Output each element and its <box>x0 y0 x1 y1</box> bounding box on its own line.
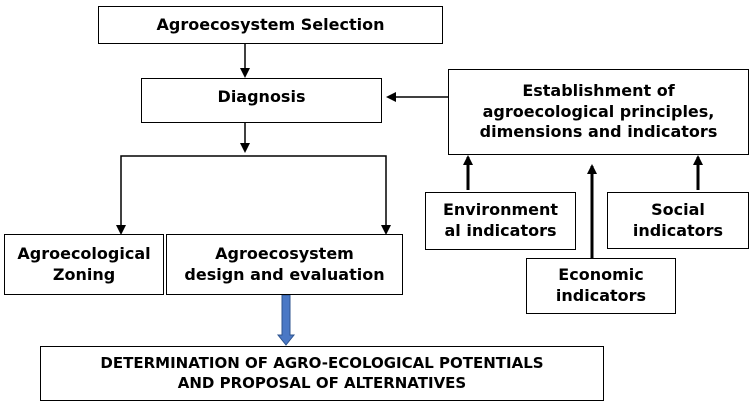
node-label-line: Environment <box>442 200 559 220</box>
node-agroecosystem-selection: Agroecosystem Selection <box>98 6 443 44</box>
node-label-line: dimensions and indicators <box>479 122 718 142</box>
node-label-line: Establishment of <box>522 80 675 100</box>
node-environmental-indicators: Environment al indicators <box>425 192 576 250</box>
node-agroecological-zoning: Agroecological Zoning <box>4 234 164 295</box>
node-social-indicators: Social indicators <box>607 192 749 249</box>
node-label-line: design and evaluation <box>184 264 385 284</box>
node-label-line: DETERMINATION OF AGRO-ECOLOGICAL POTENTI… <box>100 354 544 372</box>
node-label-line: AND PROPOSAL OF ALTERNATIVES <box>177 373 467 392</box>
node-label-line: al indicators <box>444 221 557 240</box>
node-label-line: agroecological principles, <box>482 101 715 121</box>
node-label-line: indicators <box>632 220 724 240</box>
connector-split <box>120 155 387 232</box>
node-establishment: Establishment of agroecological principl… <box>448 69 749 155</box>
arrow-design-to-determination <box>276 294 296 346</box>
node-diagnosis: Diagnosis <box>141 78 382 123</box>
node-label-line: Agroecosystem Selection <box>156 14 385 34</box>
node-label-line: Economic <box>558 265 644 285</box>
node-label-line: Diagnosis <box>217 87 306 106</box>
node-label-line: Agroecological <box>17 243 151 263</box>
node-design-evaluation: Agroecosystem design and evaluation <box>166 234 403 295</box>
node-label-line: Social <box>651 199 705 219</box>
node-label-line: Agroecosystem <box>215 243 354 263</box>
node-label-line: indicators <box>555 286 647 305</box>
node-determination: DETERMINATION OF AGRO-ECOLOGICAL POTENTI… <box>40 346 604 401</box>
node-economic-indicators: Economic indicators <box>526 258 676 314</box>
node-label-line: Zoning <box>52 264 116 284</box>
